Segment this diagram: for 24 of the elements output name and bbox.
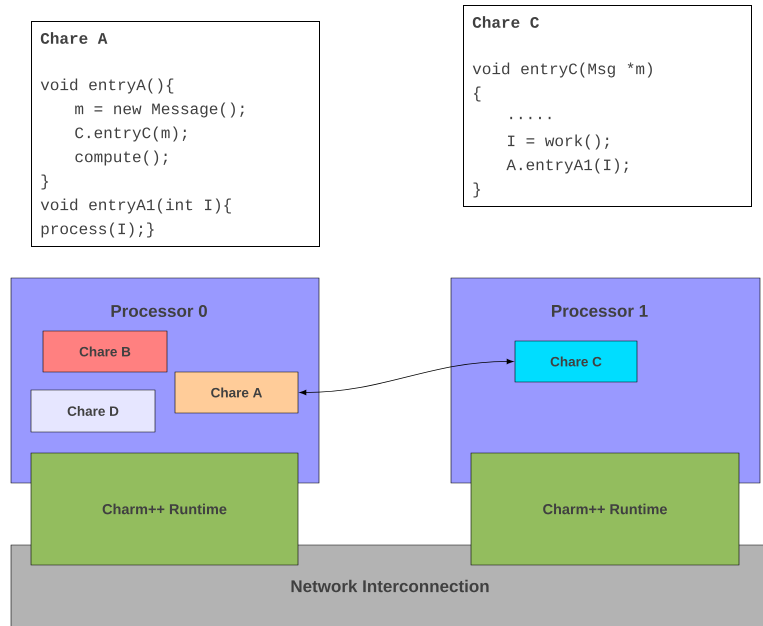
code-line: C.entryC(m); <box>75 126 186 142</box>
code-line: } <box>474 182 480 198</box>
code-heading: Chare A <box>40 32 108 44</box>
chare-box: Chare A <box>174 372 298 414</box>
code-line: { <box>474 86 480 102</box>
code-line: ..... <box>510 116 550 120</box>
code-line: I = work(); <box>508 134 609 150</box>
code-line: compute(); <box>75 150 167 166</box>
arrow <box>300 358 514 396</box>
code-line: A.entryA1(I); <box>506 158 628 174</box>
code-box <box>463 5 752 207</box>
chare-box: Chare D <box>30 390 156 432</box>
code-line: m = new Message(); <box>75 102 244 118</box>
code-line: void entryA1(int I){ <box>40 198 231 214</box>
runtime-box: Charm++ Runtime <box>470 452 740 566</box>
code-line: void entryA(){ <box>40 78 174 94</box>
code-heading: Chare C <box>472 16 539 28</box>
code-line: } <box>42 174 48 190</box>
code-line: void entryC(Msg *m) <box>472 62 652 78</box>
chare-box: Chare C <box>514 340 638 382</box>
code-box <box>31 21 320 247</box>
chare-box: Chare B <box>42 330 168 372</box>
runtime-box: Charm++ Runtime <box>30 452 298 566</box>
code-line: process(I);} <box>42 222 154 238</box>
